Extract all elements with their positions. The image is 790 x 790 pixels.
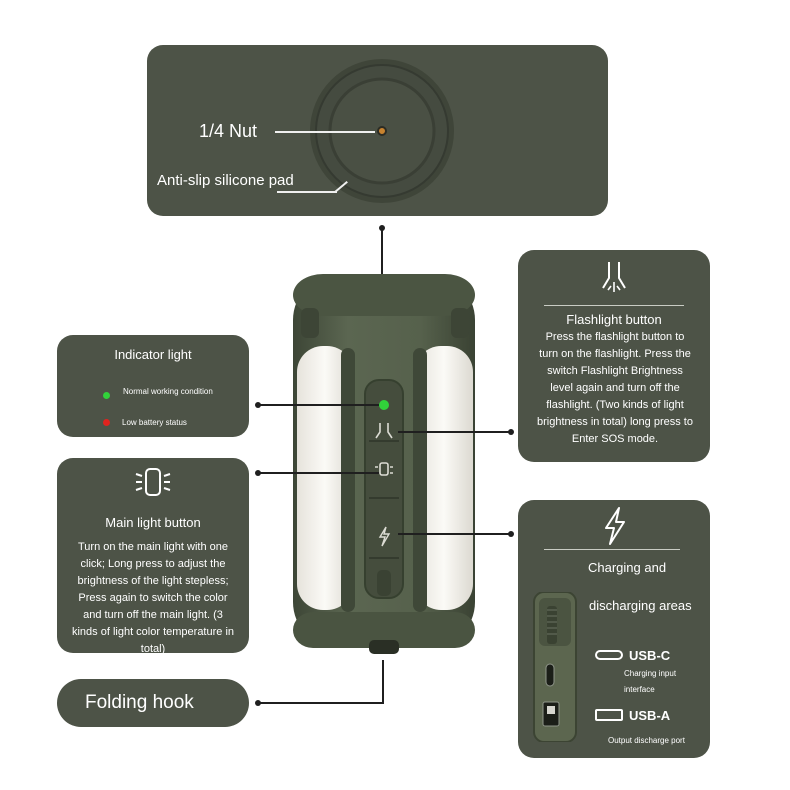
usb-c-port (545, 663, 555, 687)
main-light-button-icon (375, 462, 393, 476)
nut-hole-icon (377, 126, 387, 136)
hook-connector-line-h (260, 702, 384, 704)
base-panel: 1/4 Nut Anti-slip silicone pad (147, 45, 608, 216)
usb-c-icon (595, 650, 623, 660)
nut-label: 1/4 Nut (199, 121, 258, 141)
base-connector-dot (379, 225, 385, 231)
port-area-illustration (533, 592, 577, 742)
flashlight-connector-dot (508, 429, 514, 435)
usb-a-icon (595, 709, 623, 721)
button-strip (364, 379, 404, 599)
folding-hook-panel: Folding hook (57, 679, 249, 727)
pad-pointer-line (277, 191, 337, 193)
lantern-illustration (293, 274, 475, 654)
usb-c-name: USB-C (629, 648, 671, 663)
main-light-panel: Main light button Turn on the main light… (57, 458, 249, 655)
base-bottom-illustration (310, 59, 454, 203)
lightning-icon (605, 507, 625, 545)
flashlight-description: Press the flashlight button to turn on t… (537, 331, 693, 445)
indicator-panel: Indicator light Normal working condition… (57, 335, 249, 437)
left-lens (297, 346, 353, 610)
base-connector-line (381, 230, 383, 274)
hook-connector-line-v (382, 660, 384, 704)
flashlight-icon (602, 262, 626, 292)
charging-title-line2: discharging areas (589, 598, 692, 613)
charging-connector-dot (508, 531, 514, 537)
usb-a-desc: Output discharge port (608, 736, 685, 745)
charging-divider (544, 549, 680, 550)
charging-panel: Charging and discharging areas USB-C Cha… (518, 500, 710, 758)
green-led-icon (103, 392, 110, 399)
main-light-connector-dot (255, 470, 261, 476)
usb-a-name: USB-A (629, 708, 671, 723)
main-light-connector-line (260, 472, 379, 474)
indicator-connector-dot (255, 402, 261, 408)
flashlight-divider (544, 305, 684, 306)
red-led-icon (103, 419, 110, 426)
indicator-connector-line (260, 404, 379, 406)
lantern-light-icon (135, 468, 171, 496)
flashlight-title: Flashlight button (566, 312, 662, 327)
flashlight-button-icon (375, 423, 393, 439)
main-light-description: Turn on the main light with one click; L… (71, 541, 235, 655)
nut-pointer-line (275, 131, 375, 133)
main-light-title: Main light button (105, 515, 201, 530)
folding-hook (369, 640, 399, 654)
charging-connector-line (398, 533, 509, 535)
indicator-title: Indicator light (114, 347, 192, 362)
folding-hook-label: Folding hook (85, 692, 194, 713)
usb-c-desc: Charging input interface (624, 669, 677, 694)
indicator-item-low-battery: Low battery status (122, 418, 187, 427)
right-lens (415, 346, 473, 610)
flashlight-panel: Flashlight button Press the flashlight b… (518, 250, 710, 462)
charging-title-line1: Charging and (588, 560, 667, 575)
indicator-item-normal: Normal working condition (123, 387, 213, 396)
flashlight-connector-line (398, 431, 509, 433)
charge-button-icon (378, 526, 391, 547)
pad-label: Anti-slip silicone pad (157, 172, 294, 189)
port-cover (377, 570, 391, 596)
hook-connector-dot (255, 700, 261, 706)
indicator-led-icon (379, 400, 389, 410)
